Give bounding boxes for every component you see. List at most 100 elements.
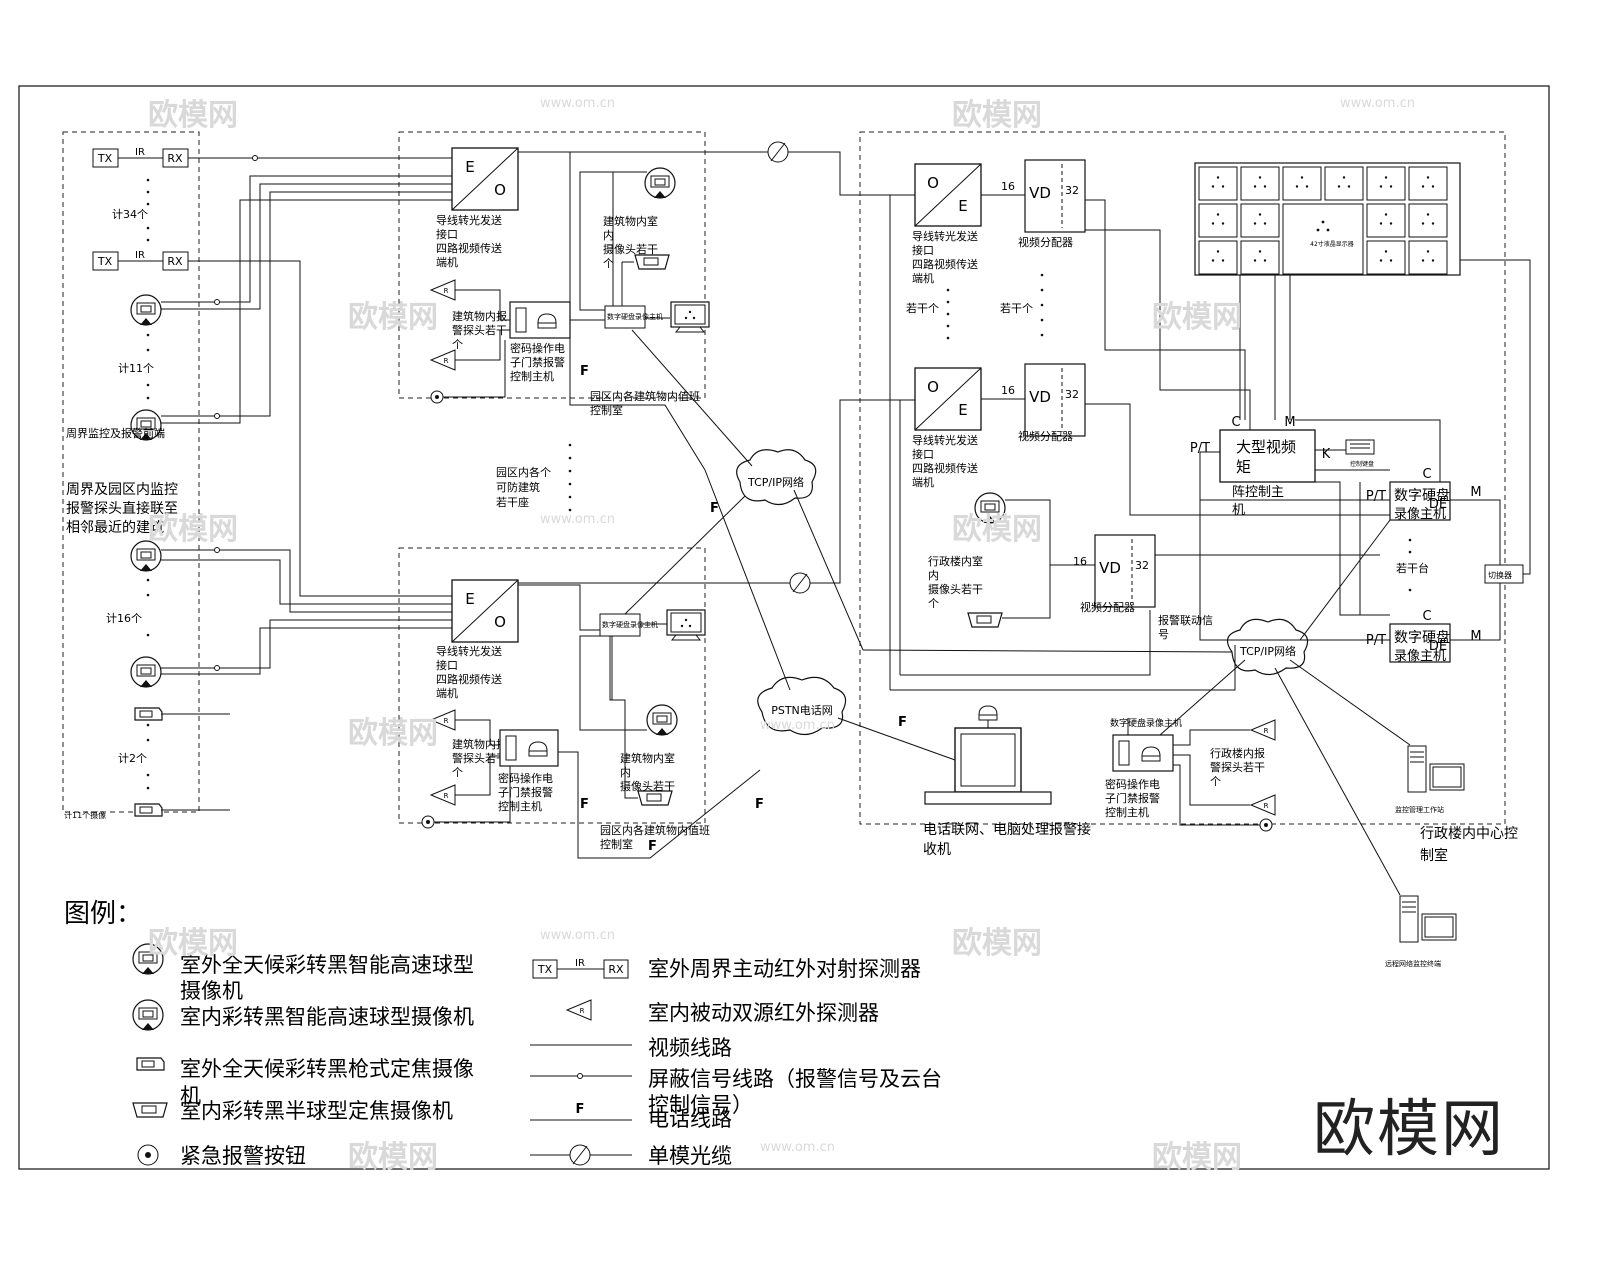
wall-monitor-dot: [1389, 259, 1393, 262]
svg-text:视频分配器: 视频分配器: [1018, 429, 1073, 443]
svg-text:个: 个: [928, 597, 939, 610]
admin-half-dome-icon: [967, 612, 1003, 628]
svg-text:电话线路: 电话线路: [648, 1107, 732, 1131]
svg-text:导线转光发送: 导线转光发送: [436, 644, 502, 658]
svg-text:制室: 制室: [1420, 847, 1448, 864]
dvr-2: [1389, 623, 1451, 663]
pir-detector-icon: [430, 349, 456, 371]
wall-monitor-dot: [1337, 185, 1341, 188]
svg-text:室内彩转黑半球型定焦摄像机: 室内彩转黑半球型定焦摄像机: [180, 1099, 453, 1123]
svg-text:导线转光发送: 导线转光发送: [912, 433, 978, 447]
svg-text:摄像机: 摄像机: [180, 979, 243, 1003]
wall-monitor-dot: [1221, 222, 1225, 225]
svg-text:O: O: [494, 181, 506, 199]
svg-text:E: E: [958, 197, 967, 215]
svg-text:RX: RX: [167, 255, 183, 268]
wall-monitor: [1408, 240, 1448, 275]
svg-text:建筑物内室: 建筑物内室: [620, 751, 675, 765]
wall-monitor-dot: [1389, 185, 1393, 188]
alarm-host-bottom: [499, 729, 559, 767]
wall-monitor-dot: [1384, 250, 1388, 253]
svg-text:密码操作电: 密码操作电: [510, 341, 565, 355]
admin-pir-icon: [1250, 794, 1276, 816]
wall-monitor: [1324, 166, 1364, 201]
svg-text:DE: DE: [1429, 639, 1447, 654]
oe-center-1: O E: [914, 163, 982, 227]
svg-text:导线转光发送: 导线转光发送: [912, 229, 978, 243]
svg-text:16: 16: [1073, 555, 1087, 568]
svg-text:若干个: 若干个: [906, 302, 939, 315]
wall-monitor-dot: [1253, 222, 1257, 225]
wall-monitor: [1198, 166, 1238, 201]
svg-text:VD: VD: [1029, 184, 1051, 202]
alarm-receiver-phone: [924, 705, 1052, 805]
legend-outdoor-dome-icon: [132, 943, 164, 975]
wires-left: [161, 157, 452, 811]
svg-text:远程网络监控终端: 远程网络监控终端: [1385, 959, 1441, 968]
svg-text:四路视频传送: 四路视频传送: [436, 241, 502, 255]
svg-text:机: 机: [1232, 503, 1245, 518]
svg-text:F: F: [576, 1102, 585, 1117]
svg-text:收机: 收机: [923, 842, 951, 858]
svg-text:内: 内: [928, 568, 939, 582]
svg-text:F: F: [898, 715, 907, 730]
wall-monitor: [1366, 166, 1406, 201]
wall-monitor-dot: [1258, 213, 1262, 216]
svg-text:密码操作电: 密码操作电: [1105, 777, 1160, 791]
monitor-icon: [666, 609, 706, 641]
svg-text:接口: 接口: [912, 244, 934, 257]
brand-logo: 欧模网: [1312, 1092, 1505, 1165]
admin-alarm-host: [1112, 734, 1174, 772]
svg-text:视频分配器: 视频分配器: [1080, 600, 1135, 614]
admin-speed-dome-icon: [974, 492, 1006, 524]
wall-monitor-dot: [1216, 213, 1220, 216]
indoor-half-dome-icon: [637, 790, 673, 806]
count-11: 计11个: [118, 362, 154, 375]
svg-text:子门禁报警: 子门禁报警: [1105, 791, 1160, 805]
wall-monitor-dot: [1379, 222, 1383, 225]
svg-text:F: F: [580, 364, 589, 379]
wall-monitor: [1240, 203, 1280, 238]
wall-monitor-dot: [1221, 259, 1225, 262]
wall-big-dot: [1326, 228, 1330, 232]
svg-text:端机: 端机: [436, 255, 458, 269]
svg-text:切换器: 切换器: [1488, 570, 1512, 580]
svg-text:矩: 矩: [1236, 458, 1251, 476]
workstation-pc-icon: [1407, 745, 1465, 793]
svg-text:号: 号: [1158, 628, 1169, 641]
svg-text:M: M: [1470, 485, 1481, 500]
perimeter-ir-pair-1: TX IR RX: [92, 147, 189, 168]
wall-monitor: [1408, 166, 1448, 201]
vd-2: VD 32: [1024, 363, 1086, 437]
outdoor-gun-camera-icon: [134, 707, 163, 721]
svg-text:TX: TX: [97, 255, 113, 268]
svg-text:摄像头若干: 摄像头若干: [620, 779, 675, 793]
svg-text:控制信号）: 控制信号）: [648, 1093, 753, 1117]
svg-text:TCP/IP网络: TCP/IP网络: [747, 475, 804, 489]
wall-monitor-dot: [1426, 213, 1430, 216]
wall-monitor-dot: [1421, 222, 1425, 225]
svg-text:内: 内: [603, 228, 614, 242]
count-2: 计2个: [118, 752, 147, 765]
wall-monitor: [1198, 203, 1238, 238]
svg-text:数字硬盘录像主机: 数字硬盘录像主机: [1110, 717, 1182, 729]
svg-text:室外周界主动红外对射探测器: 室外周界主动红外对射探测器: [648, 957, 921, 981]
wall-monitor-dot: [1389, 222, 1393, 225]
wall-monitor-dot: [1421, 185, 1425, 188]
vd-3: VD 32: [1094, 534, 1156, 608]
wall-monitor-dot: [1263, 222, 1267, 225]
svg-text:个: 个: [603, 257, 614, 270]
wall-monitor-dot: [1347, 185, 1351, 188]
admin-pir-icon: [1250, 719, 1276, 741]
svg-text:P/T: P/T: [1366, 489, 1386, 504]
wire-markers: [214, 155, 258, 671]
wall-monitor-dot: [1258, 250, 1262, 253]
svg-text:TCP/IP网络: TCP/IP网络: [1239, 644, 1296, 658]
svg-text:录像主机: 录像主机: [1394, 507, 1446, 522]
svg-text:控制键盘: 控制键盘: [1350, 460, 1374, 468]
wall-monitor: [1408, 203, 1448, 238]
page-frame: [18, 85, 1550, 1170]
wall-monitor: [1366, 240, 1406, 275]
count-16: 计16个: [106, 612, 142, 625]
wall-monitor-dot: [1211, 185, 1215, 188]
